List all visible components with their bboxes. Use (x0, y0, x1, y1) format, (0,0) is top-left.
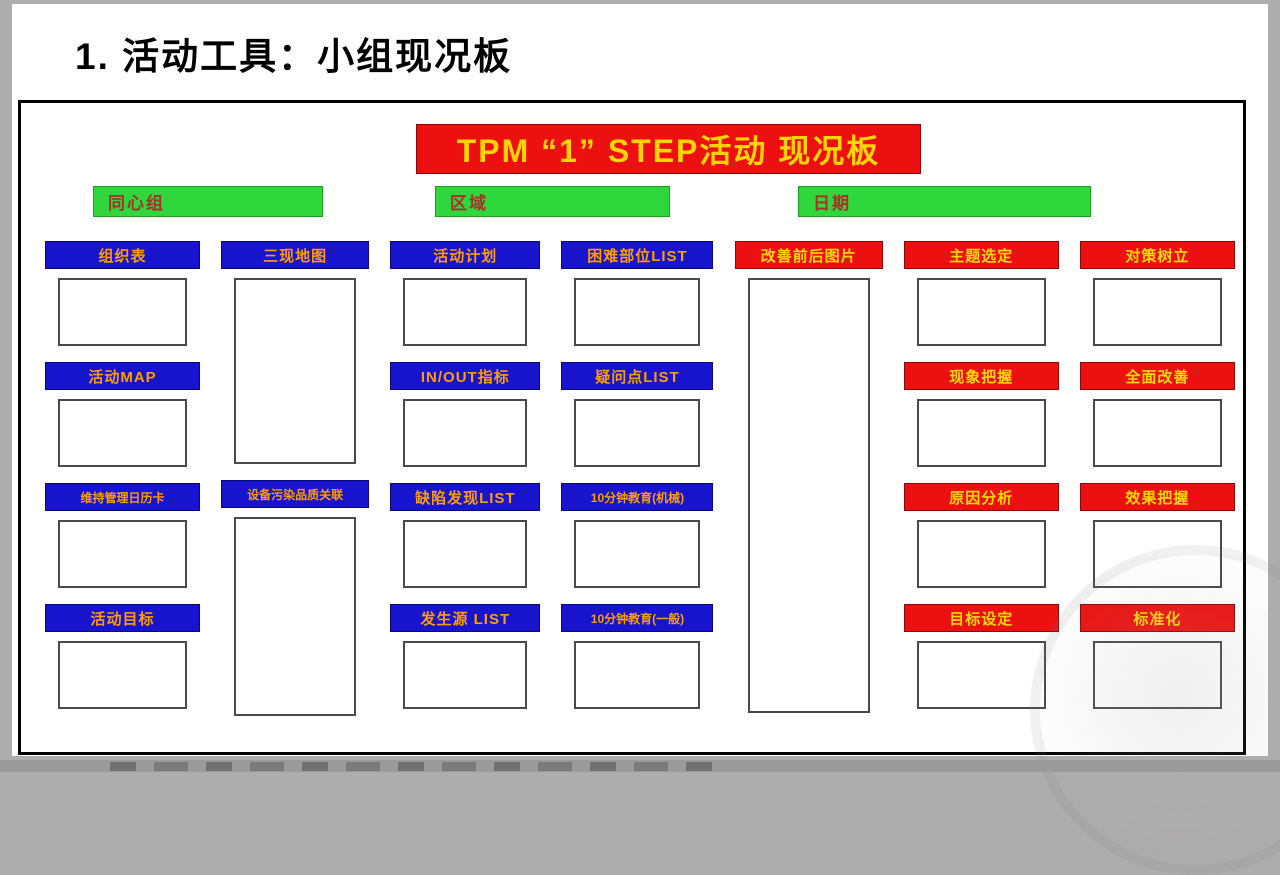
board-section: 困难部位LIST (561, 241, 714, 346)
content-box (916, 399, 1046, 467)
board-section: 活动MAP (45, 362, 200, 467)
board-section: 标准化 (1079, 604, 1235, 709)
section-label: 主题选定 (903, 241, 1059, 269)
board-banner: TPM “1” STEP活动 现况板 (416, 124, 921, 174)
board-section: 主题选定 (903, 241, 1059, 346)
section-label: 改善前后图片 (734, 241, 883, 269)
section-label: 活动计划 (390, 241, 541, 269)
board-section: 活动目标 (45, 604, 200, 709)
section-label: 活动MAP (45, 362, 200, 390)
header-bar-date: 日期 (798, 186, 1091, 217)
bottom-edge-artifact (0, 760, 1280, 772)
board-section: 现象把握 (903, 362, 1059, 467)
section-label: 标准化 (1079, 604, 1235, 632)
slide-title: 1. 活动工具：小组现况板 (75, 36, 513, 77)
column-3: 活动计划 IN/OUT指标 缺陷发现LIST 发生源 LIST (390, 241, 541, 709)
content-box (403, 520, 528, 588)
section-label: 效果把握 (1079, 483, 1235, 511)
column-4: 困难部位LIST 疑问点LIST 10分钟教育(机械) 10分钟教育(一般) (561, 241, 714, 709)
status-board: TPM “1” STEP活动 现况板 同心组 区域 日期 组织表 活动MAP 维… (18, 100, 1246, 755)
content-box (58, 520, 187, 588)
content-box (234, 517, 357, 716)
content-box (58, 278, 187, 346)
board-section: 设备污染品质关联 (221, 480, 370, 716)
slide: 1. 活动工具：小组现况板 TPM “1” STEP活动 现况板 同心组 区域 … (12, 4, 1268, 756)
section-label: 缺陷发现LIST (390, 483, 541, 511)
board-section: 10分钟教育(机械) (561, 483, 714, 588)
board-section: 目标设定 (903, 604, 1059, 709)
content-box (916, 641, 1046, 709)
section-label: 三现地图 (221, 241, 370, 269)
content-box (574, 399, 701, 467)
bottom-edge-marks (110, 762, 730, 771)
section-label: 维持管理日历卡 (45, 483, 200, 511)
section-label: 活动目标 (45, 604, 200, 632)
board-section: 对策树立 (1079, 241, 1235, 346)
section-label: 困难部位LIST (561, 241, 714, 269)
board-columns: 组织表 活动MAP 维持管理日历卡 活动目标 三现地图 (45, 241, 1235, 716)
section-label: 全面改善 (1079, 362, 1235, 390)
content-box (916, 278, 1046, 346)
content-box (1092, 278, 1222, 346)
board-section: 发生源 LIST (390, 604, 541, 709)
content-box (403, 278, 528, 346)
content-box (574, 278, 701, 346)
board-section: 三现地图 (221, 241, 370, 464)
board-section: 全面改善 (1079, 362, 1235, 467)
board-section: 效果把握 (1079, 483, 1235, 588)
board-section: 疑问点LIST (561, 362, 714, 467)
board-section: IN/OUT指标 (390, 362, 541, 467)
board-section: 10分钟教育(一般) (561, 604, 714, 709)
content-box (1092, 399, 1222, 467)
column-6: 主题选定 现象把握 原因分析 目标设定 (903, 241, 1059, 709)
content-box (574, 520, 701, 588)
column-2: 三现地图 设备污染品质关联 (221, 241, 370, 716)
content-box (58, 641, 187, 709)
header-bar-area: 区域 (435, 186, 670, 217)
content-box (747, 278, 870, 713)
content-box (574, 641, 701, 709)
section-label: 10分钟教育(机械) (561, 483, 714, 511)
section-label: 发生源 LIST (390, 604, 541, 632)
section-label: 目标设定 (903, 604, 1059, 632)
board-section: 维持管理日历卡 (45, 483, 200, 588)
board-section: 活动计划 (390, 241, 541, 346)
section-label: 对策树立 (1079, 241, 1235, 269)
board-section: 组织表 (45, 241, 200, 346)
content-box (403, 399, 528, 467)
section-label: 原因分析 (903, 483, 1059, 511)
board-section: 原因分析 (903, 483, 1059, 588)
content-box (58, 399, 187, 467)
column-5: 改善前后图片 (734, 241, 883, 713)
section-label: 10分钟教育(一般) (561, 604, 714, 632)
board-section: 改善前后图片 (734, 241, 883, 713)
content-box (234, 278, 357, 464)
section-label: 设备污染品质关联 (221, 480, 370, 508)
column-1: 组织表 活动MAP 维持管理日历卡 活动目标 (45, 241, 200, 709)
board-section: 缺陷发现LIST (390, 483, 541, 588)
content-box (1092, 641, 1222, 709)
column-7: 对策树立 全面改善 效果把握 标准化 (1079, 241, 1235, 709)
section-label: 组织表 (45, 241, 200, 269)
section-label: 疑问点LIST (561, 362, 714, 390)
section-label: 现象把握 (903, 362, 1059, 390)
content-box (403, 641, 528, 709)
section-label: IN/OUT指标 (390, 362, 541, 390)
content-box (916, 520, 1046, 588)
content-box (1092, 520, 1222, 588)
header-bar-team: 同心组 (93, 186, 323, 217)
